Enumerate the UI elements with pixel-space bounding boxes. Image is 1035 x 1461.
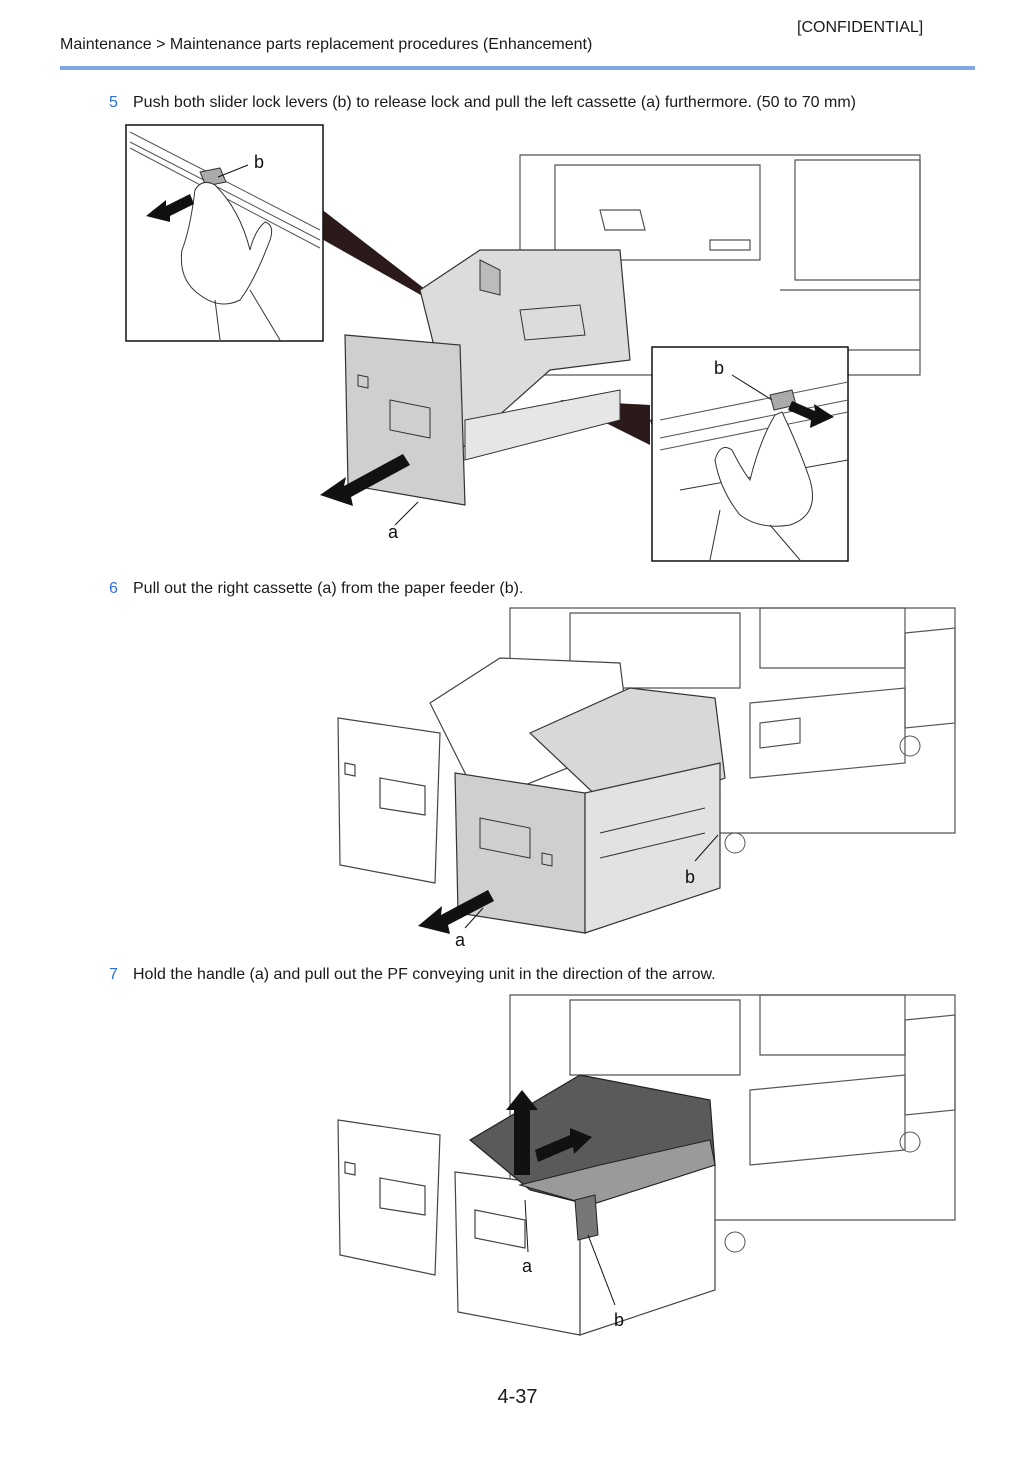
push-arrow — [146, 194, 194, 222]
confidential-label: [CONFIDENTIAL] — [797, 19, 924, 36]
inset-left: b — [125, 124, 324, 342]
lift-arrow — [506, 1090, 538, 1175]
left-cassette — [337, 657, 631, 884]
left-cassette — [344, 249, 631, 506]
pull-arrow — [418, 890, 494, 934]
label-b: b — [614, 1310, 624, 1330]
step-6: 6 Pull out the right cassette (a) from th… — [109, 580, 523, 598]
page-number: 4-37 — [497, 1386, 538, 1408]
step-text: Hold the handle (a) and pull out the PF … — [133, 966, 716, 983]
pull-arrow — [535, 1128, 592, 1162]
figure-step-6: a b — [337, 607, 956, 950]
step-5: 5 Push both slider lock levers (b) to rel… — [109, 94, 856, 112]
step-number: 7 — [109, 966, 118, 983]
step-7: 7 Hold the handle (a) and pull out the PF… — [109, 966, 716, 984]
label-b: b — [254, 152, 264, 172]
leader-line — [394, 501, 419, 526]
figure-step-7: a b — [337, 994, 956, 1336]
step-number: 5 — [109, 94, 118, 111]
push-arrow — [788, 401, 834, 428]
figure-step-5: a b b — [125, 124, 921, 562]
label-a: a — [388, 522, 399, 542]
breadcrumb: Maintenance > Maintenance parts replacem… — [60, 36, 593, 53]
inset-right: b — [651, 346, 849, 562]
header-rule — [60, 66, 975, 70]
label-a: a — [455, 930, 466, 950]
step-text: Push both slider lock levers (b) to rele… — [133, 94, 856, 111]
step-text: Pull out the right cassette (a) from the… — [133, 580, 524, 597]
pull-arrow — [320, 454, 410, 506]
label-a: a — [522, 1256, 533, 1276]
label-b: b — [685, 867, 695, 887]
label-b: b — [714, 358, 724, 378]
step-number: 6 — [109, 580, 118, 597]
